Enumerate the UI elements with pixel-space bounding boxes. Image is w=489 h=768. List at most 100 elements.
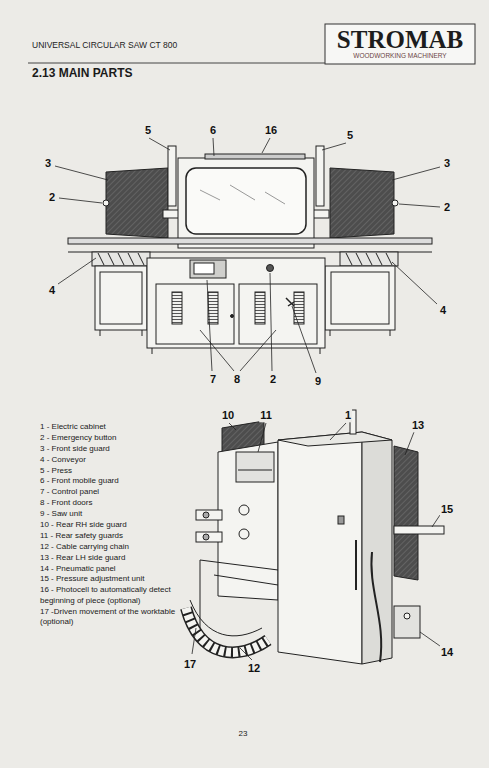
chain-links	[186, 608, 268, 652]
side-cabinet	[95, 266, 147, 330]
parts-list-item: 6 - Front mobile guard	[40, 476, 190, 486]
label-ground	[440, 645, 454, 660]
callout-number: 11	[260, 409, 272, 422]
label-ground	[44, 156, 52, 171]
callout-number: 17	[184, 658, 196, 671]
parts-list-item: 5 - Press	[40, 466, 190, 476]
callout-number: 9	[315, 375, 321, 388]
machine-rear-view	[186, 410, 444, 664]
parts-list-item: 16 - Photocell to automatically detect b…	[40, 585, 190, 606]
callout-number: 14	[441, 646, 453, 659]
parts-list-item: 14 - Pneumatic panel	[40, 564, 190, 574]
header-rule	[28, 63, 325, 64]
cabinet-handle	[355, 540, 357, 590]
callout-number: 4	[49, 284, 55, 297]
section-title: 2.13 MAIN PARTS	[32, 67, 132, 81]
knob	[203, 534, 209, 540]
parts-list-item: 3 - Front side guard	[40, 444, 190, 454]
photocell	[205, 154, 305, 159]
parts-list-item: 8 - Front doors	[40, 498, 190, 508]
door-lock	[231, 315, 234, 318]
callout-number: 5	[347, 129, 353, 142]
cable-carrying-chain	[186, 608, 268, 652]
label-ground	[264, 123, 278, 138]
press	[316, 146, 324, 206]
label-ground	[144, 123, 152, 138]
roller	[239, 529, 249, 539]
label-ground	[443, 156, 451, 171]
emergency-button	[392, 200, 398, 206]
emergency-button	[103, 200, 109, 206]
worktable-beam	[68, 238, 432, 244]
electric-cabinet-side	[362, 432, 392, 664]
callout-number: 6	[210, 124, 216, 137]
label-ground	[183, 657, 197, 672]
label-ground	[346, 128, 354, 143]
callout-number: 10	[222, 409, 234, 422]
parts-list-item: 12 - Cable carrying chain	[40, 542, 190, 552]
base-cabinet	[147, 258, 325, 348]
callout-number: 3	[444, 157, 450, 170]
saw-unit	[286, 298, 294, 306]
electric-cabinet-top	[278, 432, 392, 446]
conveyor	[340, 252, 398, 266]
parts-list-item: 17 -Driven movement of the worktable (op…	[40, 607, 190, 628]
callout-number: 12	[248, 662, 260, 675]
brand-tagline: WOODWORKING MACHINERY	[353, 52, 446, 59]
roller	[239, 505, 249, 515]
parts-list-item: 9 - Saw unit	[40, 509, 190, 519]
rear-safety-guard	[236, 452, 274, 482]
page-number: 23	[239, 729, 248, 738]
front-mobile-guard	[178, 158, 314, 248]
front-side-guard	[330, 168, 394, 238]
conveyor-rollers	[346, 253, 392, 265]
pressure-adjustment-unit	[394, 526, 444, 534]
emergency-button	[267, 265, 274, 272]
rear-frame	[218, 442, 278, 600]
callout-number: 2	[270, 373, 276, 386]
callout-number: 3	[45, 157, 51, 170]
control-display	[194, 263, 214, 274]
electric-cabinet	[278, 432, 362, 664]
control-panel	[190, 260, 226, 278]
side-cabinet	[325, 266, 395, 330]
side-cabinet-frame	[100, 272, 142, 324]
parts-list-item: 4 - Conveyor	[40, 455, 190, 465]
window-reflection	[200, 185, 285, 204]
logo-box	[325, 24, 475, 64]
cable	[371, 552, 381, 662]
label-ground	[439, 303, 447, 318]
knob	[203, 512, 209, 518]
callout-number: 2	[49, 191, 55, 204]
label-ground	[233, 372, 241, 387]
label-ground	[209, 123, 217, 138]
label-ground	[247, 661, 261, 676]
conveyor	[92, 252, 150, 266]
header	[28, 24, 475, 64]
frame-bars	[200, 560, 278, 640]
cabinet-lock	[338, 516, 344, 524]
parts-list-item: 2 - Emergency button	[40, 433, 190, 443]
header-text: UNIVERSAL CIRCULAR SAW CT 800	[32, 41, 177, 51]
label-ground	[269, 372, 277, 387]
guard-window	[186, 168, 306, 234]
rear-lh-side-guard	[394, 446, 418, 580]
label-ground	[259, 408, 273, 423]
arm	[196, 510, 222, 520]
gauge	[404, 613, 410, 619]
label-ground	[344, 408, 352, 423]
label-ground	[443, 200, 451, 215]
parts-list-item: 10 - Rear RH side guard	[40, 520, 190, 530]
conveyor-rollers	[98, 253, 144, 265]
label-ground	[48, 190, 56, 205]
callout-number: 15	[441, 503, 453, 516]
label-ground	[48, 283, 56, 298]
feet	[100, 330, 390, 354]
label-ground	[209, 372, 217, 387]
chain-guide	[190, 600, 262, 636]
arm	[196, 532, 222, 542]
label-ground	[411, 418, 425, 433]
callout-number: 7	[210, 373, 216, 386]
side-cabinet-frame	[331, 272, 389, 324]
